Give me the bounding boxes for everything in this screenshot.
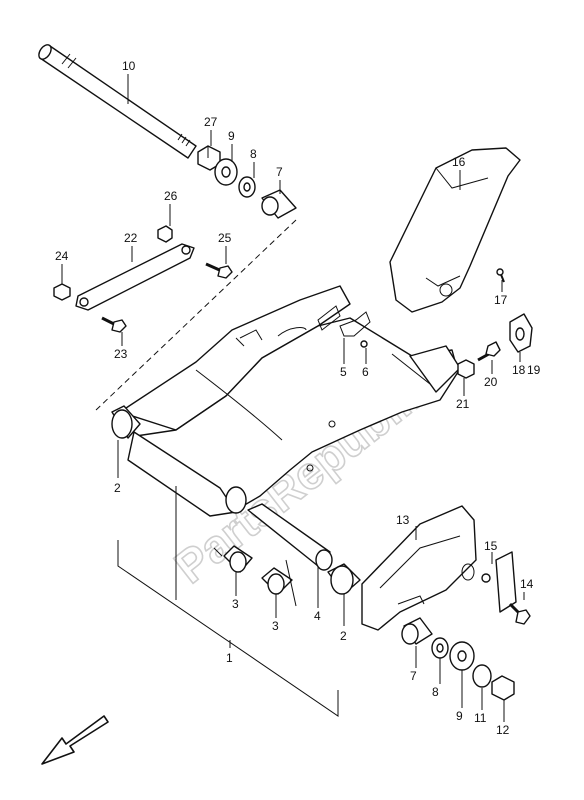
- chain-buffer-13: [361, 505, 477, 631]
- callout-3-b: 3: [272, 619, 279, 633]
- chain-case-16: [389, 147, 521, 313]
- callout-7-top: 7: [276, 165, 283, 179]
- washer-11: [472, 664, 492, 688]
- bushing-3-b: [261, 567, 293, 595]
- washer-9-top-hole: [221, 166, 231, 178]
- pivot-shaft-10: [38, 44, 197, 159]
- nut-15: [481, 573, 491, 583]
- chain-adjuster-18-19: [509, 313, 533, 353]
- callout-2-left: 2: [114, 481, 121, 495]
- callout-1: 1: [226, 651, 233, 665]
- swingarm-1: [119, 285, 461, 517]
- callout-17: 17: [494, 293, 508, 307]
- torque-link-22: [75, 243, 195, 311]
- nut-24: [53, 283, 71, 301]
- screw-6: [360, 340, 368, 348]
- screw-17: [496, 268, 505, 283]
- bolt-23: [101, 316, 127, 333]
- callout-16: 16: [452, 155, 466, 169]
- callout-24: 24: [55, 249, 69, 263]
- callout-20: 20: [484, 375, 498, 389]
- callout-7-bottom: 7: [410, 669, 417, 683]
- guide-line: [95, 219, 297, 411]
- callout-9-bottom: 9: [456, 709, 463, 723]
- arrow-down-left-icon: [41, 715, 109, 765]
- callout-10: 10: [122, 59, 136, 73]
- callout-15: 15: [484, 539, 498, 553]
- pivot-nut-27: [197, 145, 221, 171]
- bushing-2-left: [111, 405, 141, 439]
- callout-numbers: 10 27 9 8 7 26 22 25 24 23 5 6 16 17 18 …: [55, 59, 541, 737]
- callout-3-a: 3: [232, 597, 239, 611]
- pivot-sleeve-4: [247, 503, 333, 571]
- callout-9-top: 9: [228, 129, 235, 143]
- callout-23: 23: [114, 347, 128, 361]
- bushing-7-bottom: [401, 617, 433, 645]
- callout-18: 18: [512, 363, 526, 377]
- bushing-3-a: [223, 545, 253, 573]
- callout-22: 22: [124, 231, 138, 245]
- callout-14: 14: [520, 577, 534, 591]
- callout-19: 19: [527, 363, 541, 377]
- bracket-15: [495, 551, 517, 613]
- nut-12: [491, 675, 515, 701]
- bolt-14: [508, 602, 531, 625]
- callout-2-right: 2: [340, 629, 347, 643]
- washer-8-top-hole: [243, 182, 251, 192]
- leader-lines: [61, 74, 525, 722]
- callout-25: 25: [218, 231, 232, 245]
- callout-5: 5: [340, 365, 347, 379]
- callout-8-bottom: 8: [432, 685, 439, 699]
- callout-26: 26: [164, 189, 178, 203]
- bolt-20: [477, 341, 501, 362]
- callout-4: 4: [314, 609, 321, 623]
- washer-8-bottom-hole: [436, 643, 444, 653]
- callout-12: 12: [496, 723, 510, 737]
- bushing-7-top: [261, 189, 297, 219]
- washer-9-bottom-hole: [457, 650, 467, 662]
- bushing-2-right: [327, 563, 361, 595]
- callout-21: 21: [456, 397, 470, 411]
- callout-13: 13: [396, 513, 410, 527]
- nut-26: [157, 225, 173, 243]
- nut-21: [457, 359, 475, 379]
- bracket-5: [339, 311, 371, 337]
- callout-27: 27: [204, 115, 218, 129]
- callout-6: 6: [362, 365, 369, 379]
- callout-8-top: 8: [250, 147, 257, 161]
- bolt-25: [205, 262, 233, 279]
- callout-11: 11: [474, 711, 487, 725]
